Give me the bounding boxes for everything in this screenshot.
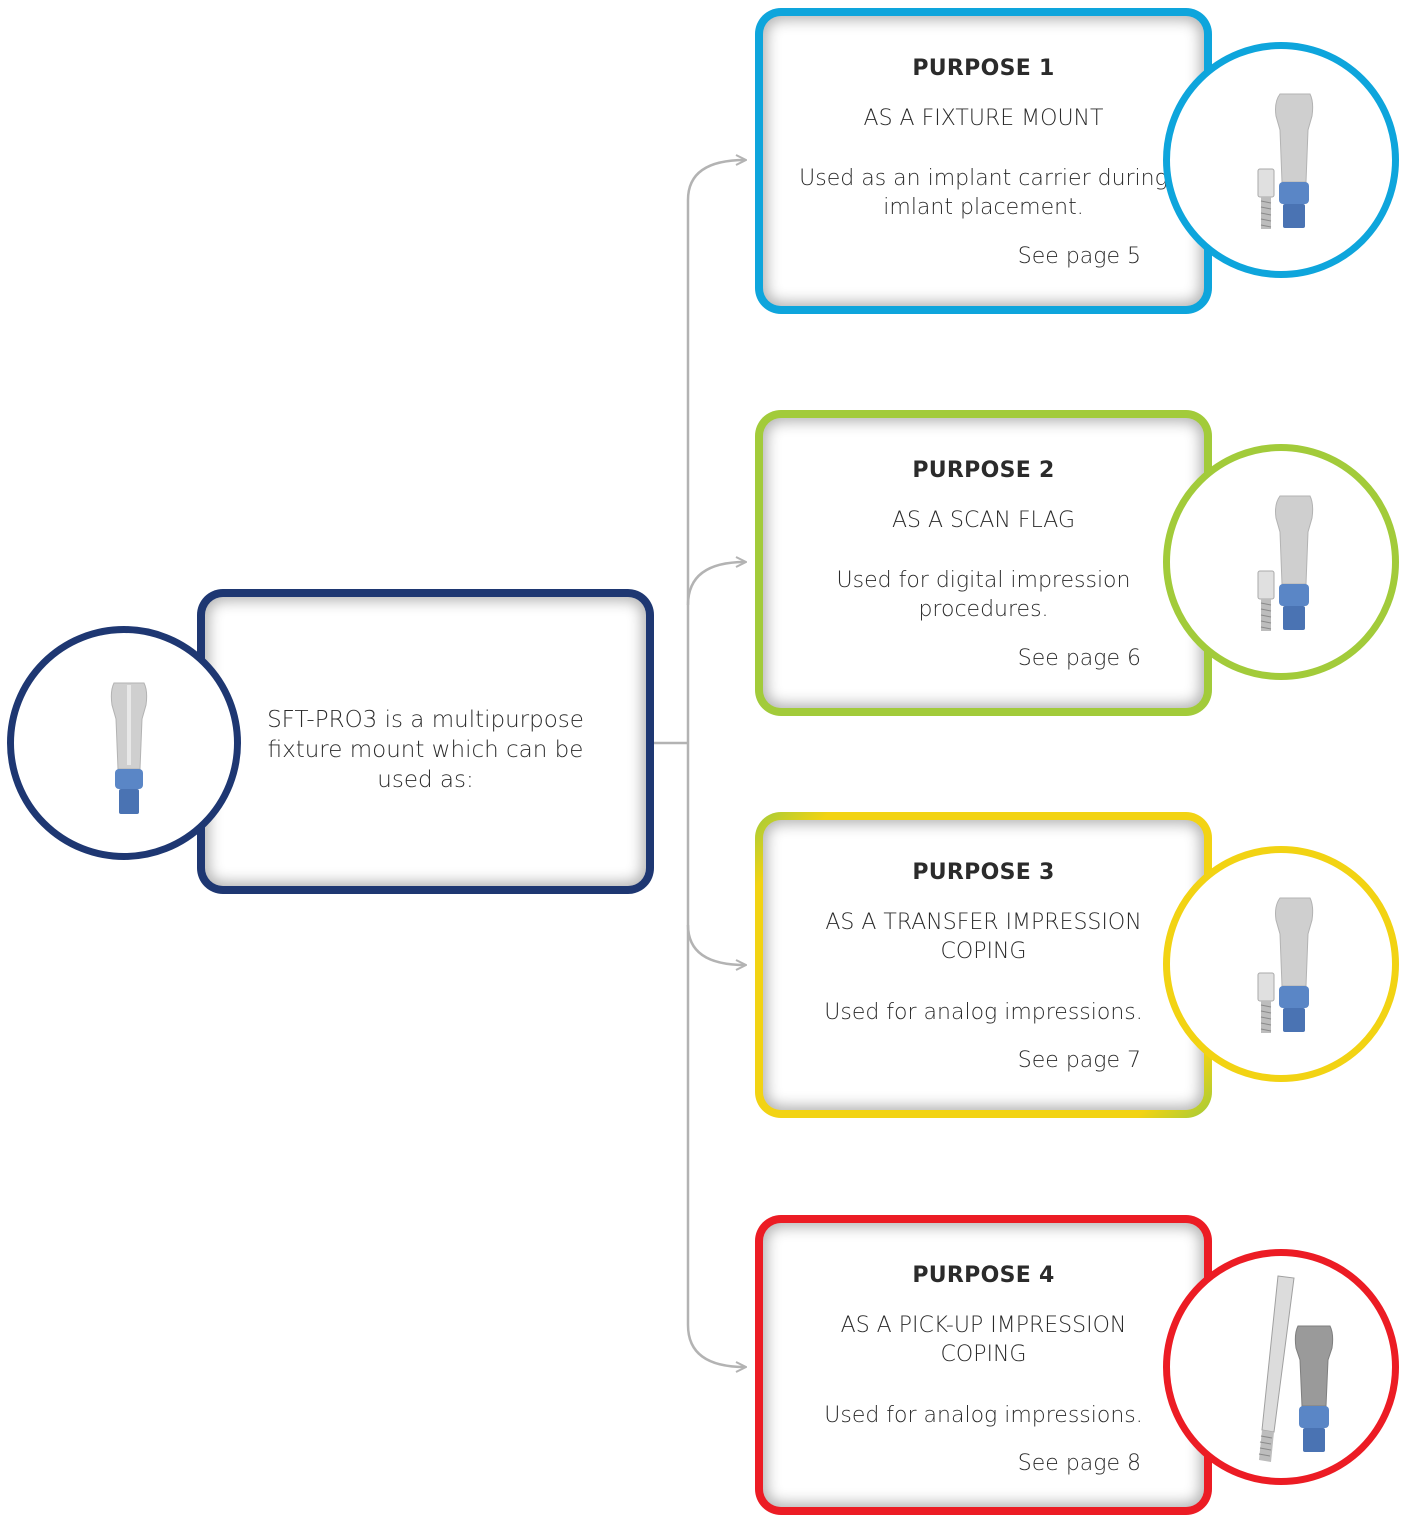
main-icon-circle: [7, 626, 241, 860]
page-reference: See page 7: [1017, 1048, 1141, 1073]
purpose-heading: PURPOSE 3: [912, 860, 1055, 885]
page-reference: See page 5: [1017, 244, 1141, 269]
purpose-title: AS A FIXTURE MOUNT: [863, 106, 1104, 131]
purpose-card-2: PURPOSE 2 AS A SCAN FLAG Used for digita…: [755, 410, 1212, 716]
purpose-description: Used as an implant carrier during imlant…: [799, 166, 1168, 220]
arrow-purpose-1: [686, 160, 745, 201]
purpose-title: AS A PICK-UP IMPRESSION COPING: [840, 1313, 1127, 1367]
purpose-description: Used for analog impressions.: [824, 1403, 1143, 1428]
purpose-heading: PURPOSE 1: [912, 56, 1055, 81]
main-description: SFT-PRO3 is a multipurpose fixture mount…: [267, 707, 584, 793]
purpose-card-4: PURPOSE 4 AS A PICK-UP IMPRESSION COPING…: [755, 1215, 1212, 1515]
purpose-icon-circle-3: [1163, 846, 1399, 1082]
purpose-icon-circle-1: [1163, 42, 1399, 278]
purpose-description: Used for digital impression procedures.: [836, 568, 1131, 622]
purpose-icon-circle-4: [1163, 1249, 1399, 1485]
arrow-purpose-2: [686, 562, 745, 606]
arrow-purpose-3: [686, 924, 745, 965]
main-card: SFT-PRO3 is a multipurpose fixture mount…: [197, 589, 654, 894]
purpose-description: Used for analog impressions.: [824, 1000, 1143, 1025]
fixture-mount-with-screw-icon: [1257, 495, 1314, 631]
purpose-title: AS A TRANSFER IMPRESSION COPING: [825, 910, 1142, 964]
purpose-icon-circle-2: [1163, 444, 1399, 680]
page-reference: See page 6: [1017, 646, 1141, 671]
fixture-mount-with-long-screw-icon: [1258, 1275, 1334, 1462]
purpose-heading: PURPOSE 4: [912, 1263, 1055, 1288]
page-reference: See page 8: [1017, 1451, 1141, 1476]
fixture-mount-icon: [110, 682, 148, 814]
fixture-mount-with-screw-icon: [1257, 897, 1314, 1033]
arrow-purpose-4: [686, 1324, 745, 1367]
purpose-card-3: PURPOSE 3 AS A TRANSFER IMPRESSION COPIN…: [755, 812, 1212, 1118]
fixture-mount-with-screw-icon: [1257, 93, 1314, 229]
purpose-card-1: PURPOSE 1 AS A FIXTURE MOUNT Used as an …: [755, 8, 1212, 314]
purpose-title: AS A SCAN FLAG: [891, 508, 1075, 533]
purpose-heading: PURPOSE 2: [912, 458, 1055, 483]
